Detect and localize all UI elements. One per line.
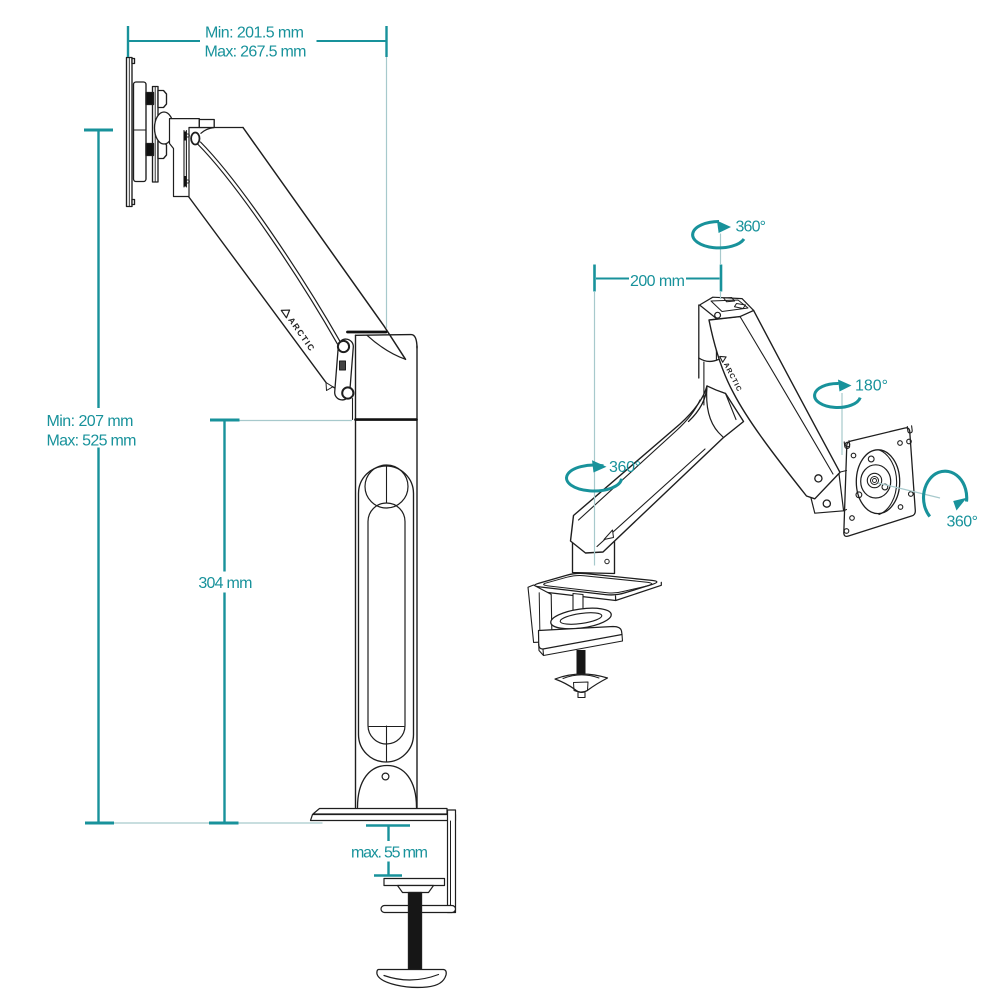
svg-text:max. 55 mm: max. 55 mm	[351, 845, 428, 862]
svg-text:360°: 360°	[736, 219, 767, 236]
svg-text:Min: 207 mm: Min: 207 mm	[47, 413, 134, 430]
svg-text:Max: 525 mm: Max: 525 mm	[47, 433, 137, 450]
svg-text:360°: 360°	[609, 459, 641, 476]
svg-text:Min: 201.5 mm: Min: 201.5 mm	[205, 25, 304, 42]
svg-text:304 mm: 304 mm	[198, 575, 252, 592]
svg-text:200 mm: 200 mm	[630, 273, 685, 290]
svg-text:180°: 180°	[855, 378, 888, 395]
svg-text:Max: 267.5 mm: Max: 267.5 mm	[205, 44, 307, 61]
svg-text:360°: 360°	[947, 514, 979, 531]
